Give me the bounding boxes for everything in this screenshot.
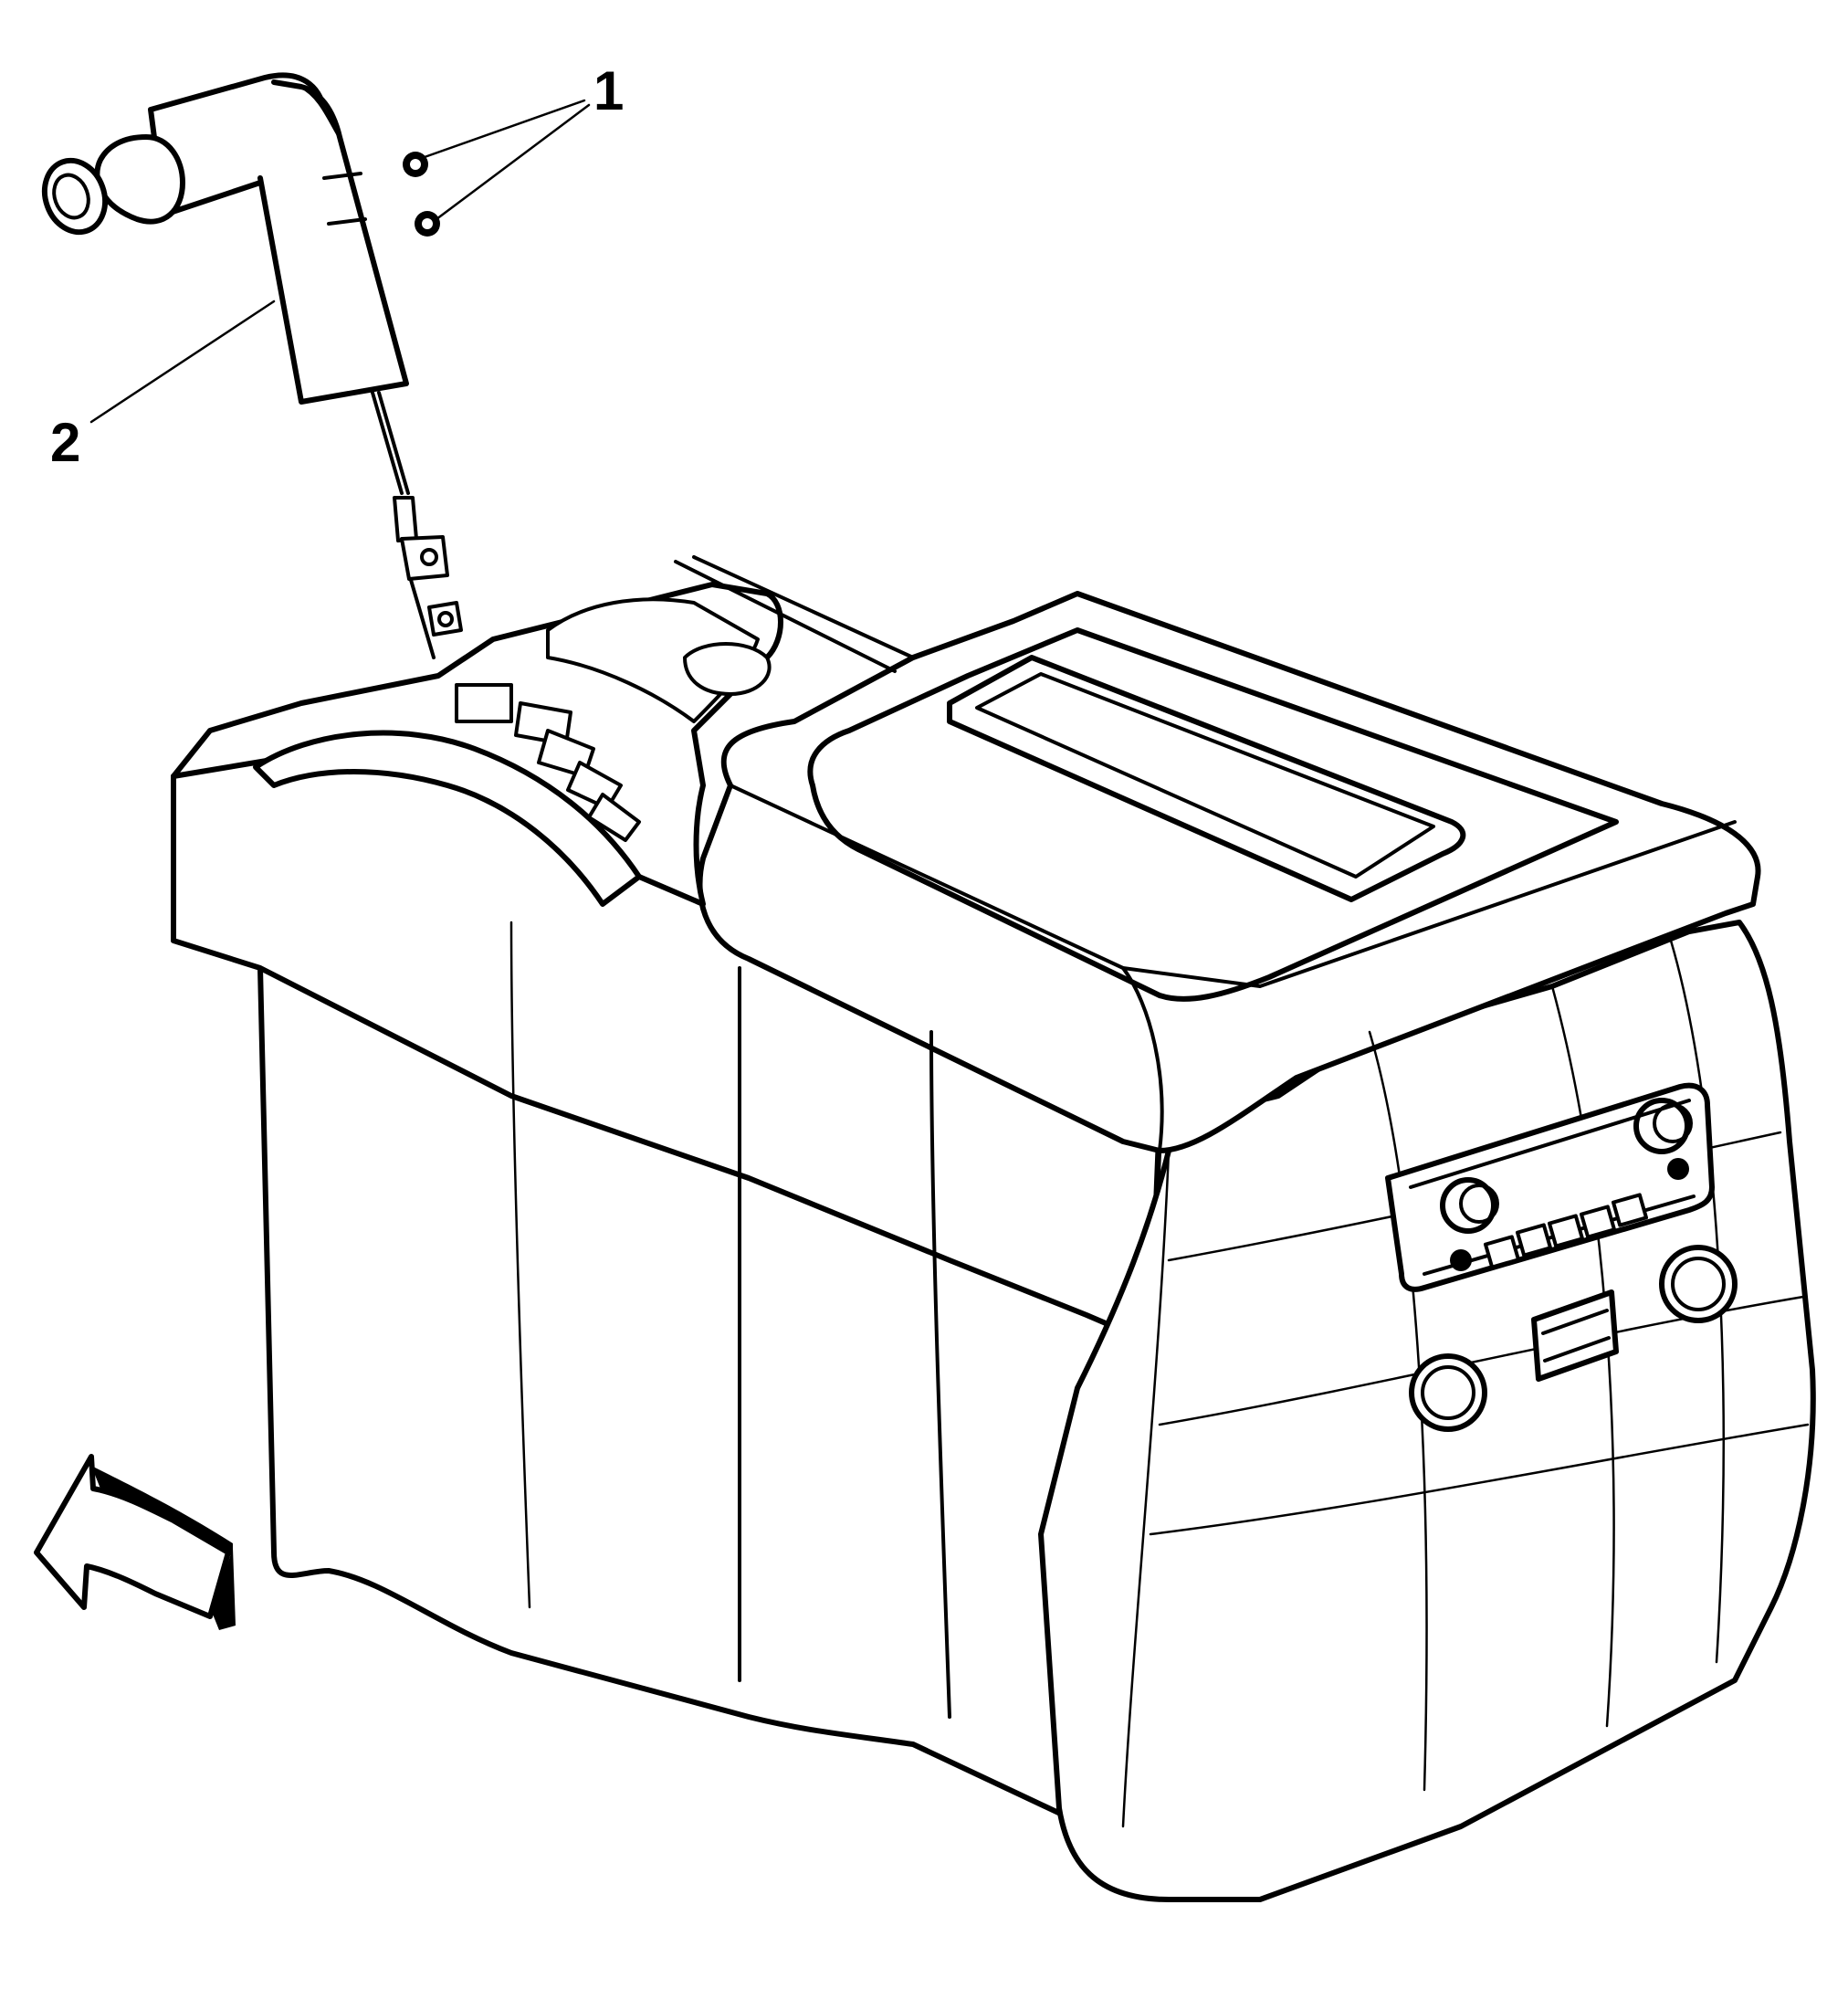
rear-switch-icon[interactable] (1531, 1289, 1619, 1382)
fasteners (403, 152, 440, 237)
right-control-knob-icon[interactable] (1633, 1098, 1690, 1154)
callout-2: 2 (50, 300, 276, 473)
view-direction-arrow (34, 1454, 236, 1630)
left-indicator-icon (1450, 1249, 1472, 1271)
shift-lever (41, 72, 463, 659)
screw-icon (415, 211, 440, 237)
callout-label-2: 2 (50, 412, 80, 473)
right-indicator-icon (1667, 1158, 1689, 1180)
callout-1: 1 (423, 60, 624, 221)
gear-indicator (455, 683, 641, 842)
panel-buttons (1483, 1193, 1649, 1269)
rear-control-panel (1385, 1082, 1738, 1432)
left-control-knob-icon[interactable] (1440, 1177, 1496, 1234)
callout-label-1: 1 (593, 60, 624, 121)
left-rear-outlet-icon[interactable] (1409, 1353, 1487, 1432)
screw-icon (403, 152, 428, 177)
right-rear-outlet-icon[interactable] (1659, 1245, 1738, 1323)
